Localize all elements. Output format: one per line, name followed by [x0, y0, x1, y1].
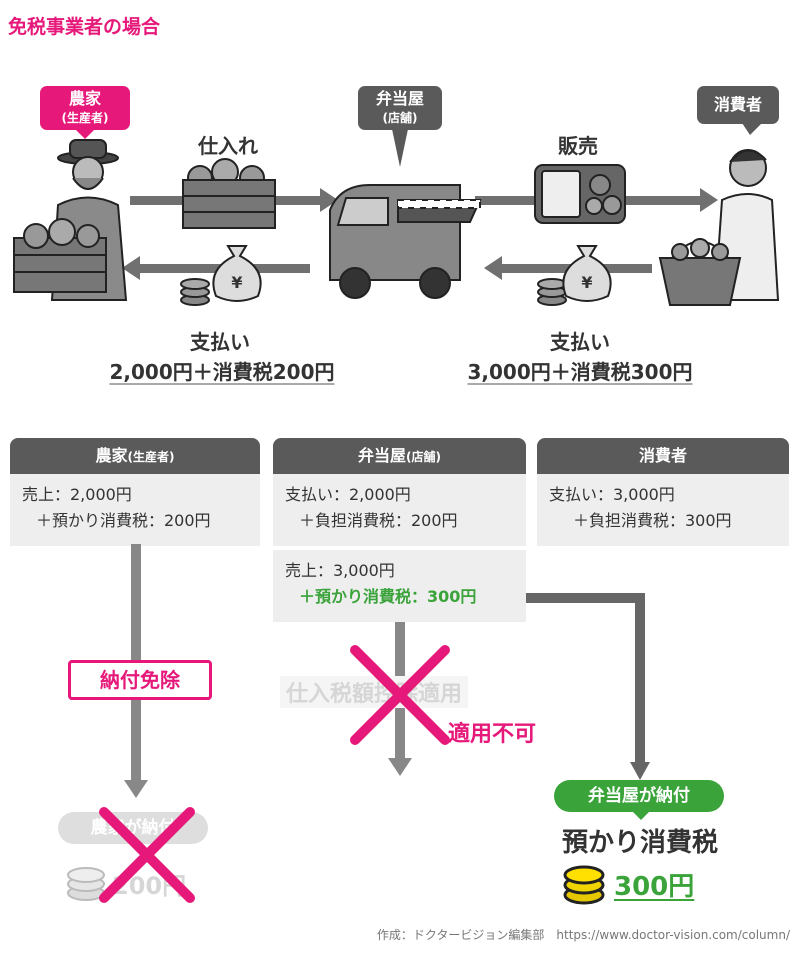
shop-pays-pointer [632, 811, 650, 820]
page-title: 免税事業者の場合 [8, 16, 161, 38]
shop-panel: 弁当屋(店舗) 支払い：2,000円 ＋負担消費税：200円 売上：3,000円… [273, 438, 526, 622]
consumer-panel-header: 消費者 [537, 438, 789, 474]
shop-collected-tax: ＋預かり消費税：300円 [299, 587, 477, 606]
consumer-payment: 支払い：3,000円 [549, 485, 675, 504]
payment-right-amount: 3,000円＋消費税300円 [467, 360, 693, 384]
payment-right-title: 支払い [550, 330, 610, 354]
farmer-collected-tax: ＋預かり消費税：200円 [36, 511, 211, 530]
yen-symbol-left: ¥ [231, 273, 242, 292]
farmer-panel-header-label: 農家 [95, 446, 128, 465]
shop-panel-header-sub: (店舗) [406, 450, 441, 464]
shop-pays-badge: 弁当屋が納付 [554, 780, 724, 812]
shop-amount: 300円 [614, 872, 695, 902]
consumer-panel-body: 支払い：3,000円 ＋負担消費税：300円 [537, 474, 789, 546]
shop-tag-pointer [392, 129, 408, 167]
shop-panel-payment: 支払い：2,000円 ＋負担消費税：200円 [273, 474, 526, 546]
money-bag-left-illustration [180, 245, 262, 306]
deduction-faded: 仕入税額控除適用 [280, 676, 469, 708]
money-bag-right-illustration [537, 245, 612, 306]
farmer-panel-body: 売上：2,000円 ＋預かり消費税：200円 [10, 474, 260, 546]
produce-crate-illustration [182, 158, 276, 229]
yen-symbol-right: ¥ [581, 273, 592, 292]
cross-mark-farmer [99, 807, 195, 903]
consumer-panel: 消費者 支払い：3,000円 ＋負担消費税：300円 [537, 438, 789, 546]
shop-panel-sales: 売上：3,000円 ＋預かり消費税：300円 [273, 550, 526, 622]
shop-borne-tax: ＋負担消費税：200円 [299, 511, 458, 530]
farmer-tag-sub: (生産者) [61, 111, 109, 125]
sale-label: 販売 [558, 134, 598, 158]
farmer-tag-pointer [75, 129, 95, 139]
exemption-label: 納付免除 [68, 660, 212, 700]
shop-tag: 弁当屋 (店舗) [358, 86, 442, 130]
shop-tag-sub: (店舗) [382, 111, 418, 125]
credit-text: 作成：ドクタービジョン編集部 https://www.doctor-vision… [376, 928, 790, 942]
supply-chain-illustration: ¥ ¥ [13, 139, 780, 306]
farmer-illustration [13, 139, 128, 301]
purchase-label: 仕入れ [198, 134, 258, 158]
cross-mark-deduction [350, 645, 450, 745]
collected-tax-label: 預かり消費税 [561, 828, 718, 858]
consumer-tag-pointer [742, 123, 762, 135]
shop-panel-header: 弁当屋(店舗) [273, 438, 526, 474]
farmer-tag: 農家 (生産者) [40, 86, 130, 130]
coins-icon [563, 865, 605, 905]
farmer-panel: 農家(生産者) 売上：2,000円 ＋預かり消費税：200円 [10, 438, 260, 546]
farmer-panel-header: 農家(生産者) [10, 438, 260, 474]
payment-left-title: 支払い [190, 330, 250, 354]
consumer-borne-tax: ＋負担消費税：300円 [573, 511, 732, 530]
shop-panel-header-label: 弁当屋 [358, 446, 407, 465]
shop-sales: 売上：3,000円 [285, 561, 395, 580]
shop-tag-label: 弁当屋 [375, 89, 424, 108]
farmer-tag-label: 農家 [68, 89, 101, 108]
consumer-tag: 消費者 [697, 86, 779, 124]
coins-icon-faded [67, 867, 105, 901]
bento-box-illustration [534, 164, 626, 224]
consumer-illustration [658, 149, 780, 306]
food-truck-illustration [329, 184, 482, 299]
shop-payment: 支払い：2,000円 [285, 485, 411, 504]
farmer-panel-header-sub: (生産者) [127, 450, 175, 464]
not-applicable-label: 適用不可 [448, 722, 537, 747]
payment-left-amount: 2,000円＋消費税200円 [109, 360, 335, 384]
farmer-sales: 売上：2,000円 [22, 485, 132, 504]
